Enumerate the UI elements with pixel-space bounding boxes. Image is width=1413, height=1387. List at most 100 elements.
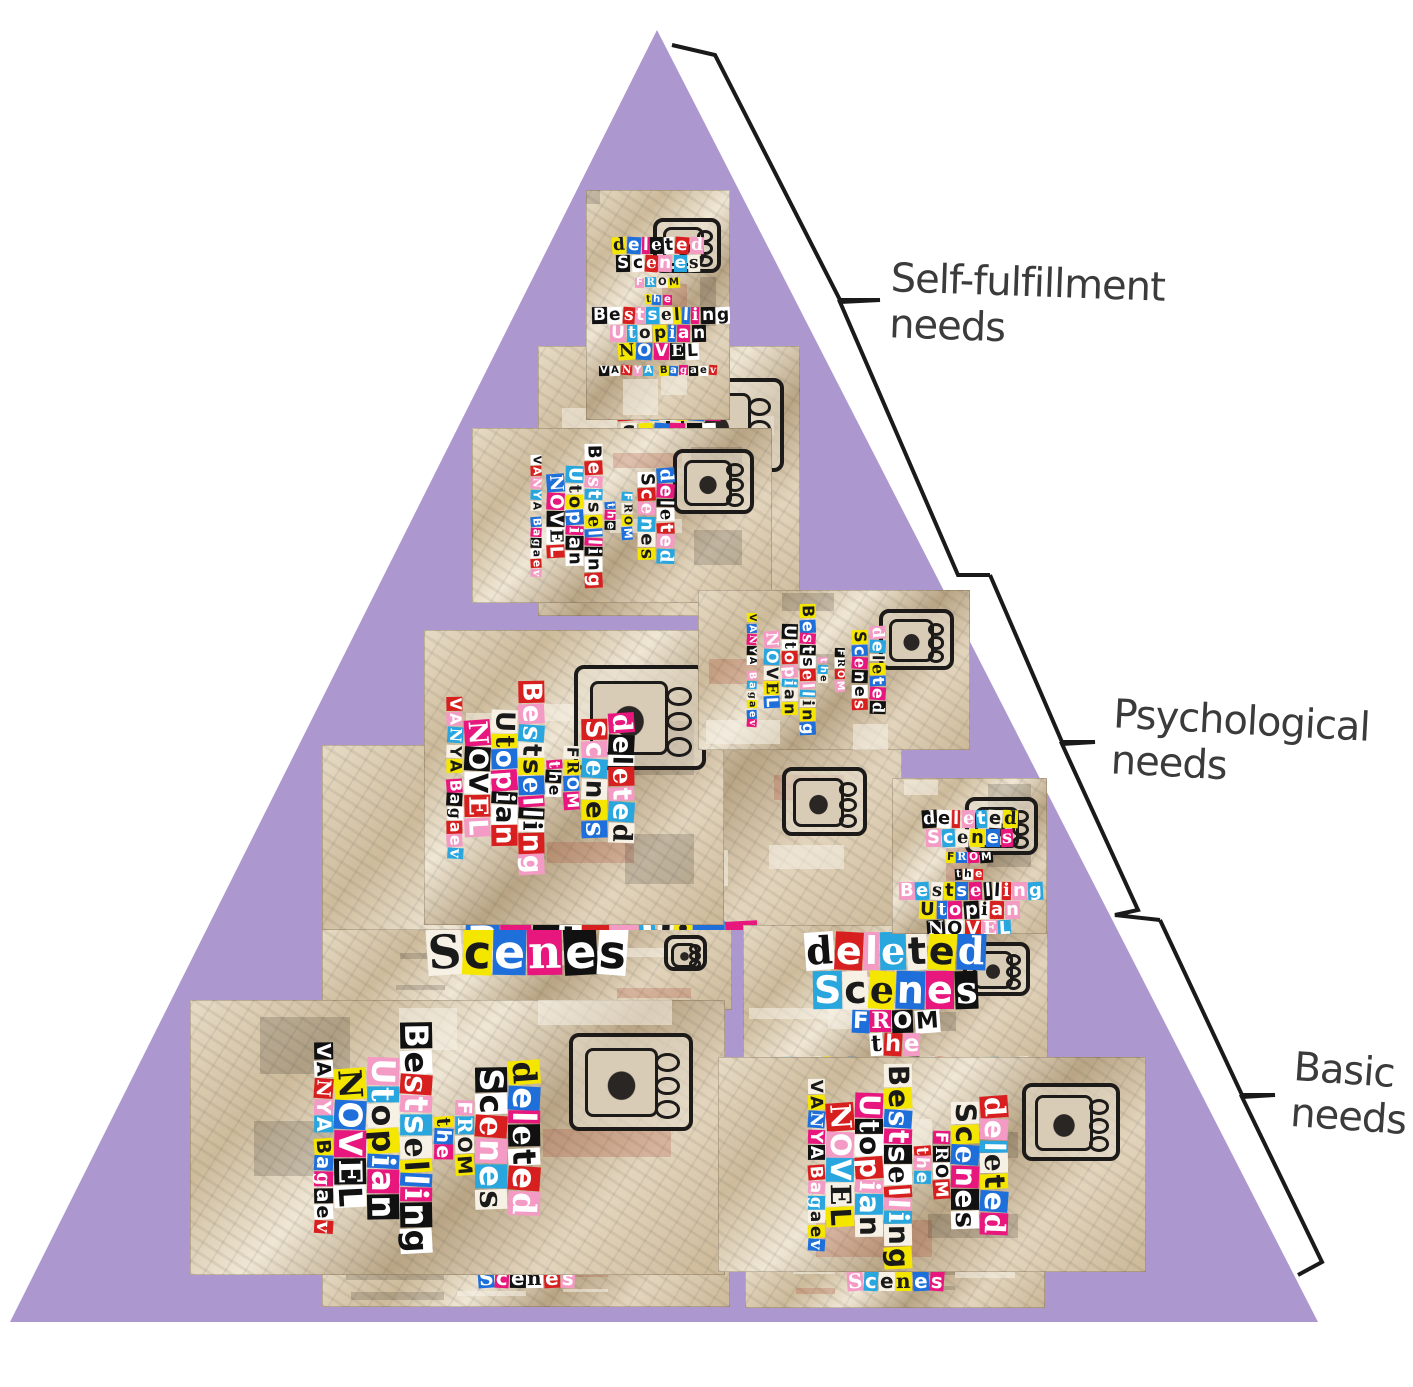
- ransom-letter: a: [530, 548, 544, 558]
- ransom-letter: i: [979, 899, 989, 921]
- ransom-letter: s: [471, 1187, 510, 1209]
- ransom-letter: e: [914, 879, 931, 902]
- ransom-letter: e: [977, 1152, 1012, 1173]
- ransom-letter: d: [868, 700, 888, 714]
- ransom-letter: O: [823, 1130, 858, 1158]
- cover-title-line: Scenes: [850, 594, 870, 746]
- ransom-letter: e: [605, 800, 637, 822]
- ransom-letter: O: [931, 1161, 953, 1179]
- ransom-letter: s: [798, 632, 819, 645]
- ransom-letter: e: [912, 1170, 934, 1185]
- ransom-letter: B: [881, 1062, 916, 1087]
- ransom-letter: t: [504, 1146, 544, 1166]
- ransom-letter: p: [651, 322, 668, 344]
- cover-title-line: the: [545, 637, 565, 917]
- ransom-letter: Y: [446, 743, 465, 758]
- ransom-letter: d: [868, 625, 889, 641]
- ransom-letter: B: [583, 443, 605, 460]
- ransom-letter: e: [850, 684, 870, 698]
- ransom-letter: n: [583, 556, 605, 572]
- ransom-letter: e: [583, 513, 605, 528]
- ransom-letter: t: [868, 675, 888, 687]
- ransom-letter: R: [563, 759, 583, 775]
- ransom-letter: a: [446, 820, 465, 833]
- level-label-line1: Basic: [1292, 1044, 1397, 1097]
- ransom-letter: t: [635, 304, 646, 326]
- ransom-letter: l: [982, 879, 993, 902]
- cover-title-line: NOVEL: [545, 432, 568, 598]
- ransom-letter: t: [937, 899, 948, 921]
- ransom-letter: M: [931, 1178, 953, 1199]
- ransom-letter: n: [363, 1193, 402, 1219]
- ransom-letter: e: [446, 833, 465, 847]
- level-label-basic: Basic needs: [1289, 1044, 1411, 1144]
- ransom-letter: U: [919, 898, 937, 921]
- ransom-letter: t: [912, 1144, 934, 1156]
- ransom-letter: g: [530, 537, 544, 548]
- ransom-letter: F: [834, 648, 846, 658]
- ransom-letter: s: [930, 879, 944, 902]
- ransom-letter: E: [330, 1157, 369, 1185]
- level-label-self-fulfillment: Self-fulfillment needs: [888, 255, 1165, 357]
- ransom-letter: i: [1001, 880, 1011, 902]
- ransom-letter: t: [627, 323, 637, 343]
- ransom-letter: M: [452, 1153, 477, 1176]
- ransom-letter: S: [925, 827, 941, 849]
- ransom-letter: e: [868, 686, 889, 701]
- ransom-letter: S: [425, 925, 464, 981]
- ransom-letter: l: [396, 1172, 435, 1187]
- retro-tv-icon: [672, 449, 754, 515]
- ransom-letter: O: [452, 1134, 476, 1154]
- cover-title-line: Bestselling: [583, 432, 605, 598]
- cover-title-line: Scenes: [636, 432, 658, 598]
- ransom-letter: U: [564, 465, 586, 483]
- ransom-letter: a: [746, 700, 758, 709]
- ransom-letter: e: [798, 619, 819, 633]
- ransom-letter: g: [446, 806, 466, 820]
- ransom-letter: n: [579, 777, 610, 799]
- ransom-letter: a: [530, 527, 544, 537]
- ransom-letter: v: [708, 363, 718, 377]
- cover-title-line: Bestselling: [881, 1062, 916, 1270]
- ransom-letter: S: [812, 967, 843, 1012]
- cover-title-line: deleted: [977, 1062, 1012, 1266]
- ransom-letter: V: [762, 665, 782, 681]
- cover-title-line: VANYA Bagaev: [530, 432, 546, 598]
- ransom-letter: U: [363, 1055, 403, 1085]
- ransom-letter: N: [545, 472, 568, 493]
- retro-tv-icon: [663, 935, 708, 972]
- cover-title-line: Scenes: [755, 966, 1036, 1012]
- retro-tv-icon: [569, 1033, 693, 1132]
- ransom-letter: A: [530, 464, 544, 476]
- ransom-letter: g: [583, 572, 605, 588]
- ransom-letter: F: [563, 745, 582, 759]
- cover-title-line: the: [604, 432, 620, 598]
- cover-title-line: deleted: [655, 432, 677, 598]
- ransom-letter: e: [311, 1203, 335, 1220]
- ransom-letter: o: [780, 650, 800, 665]
- ransom-letter: e: [986, 807, 1003, 830]
- cover-title-line: FROM: [621, 432, 637, 598]
- ransom-letter: O: [329, 1098, 370, 1130]
- ransom-letter: i: [852, 1178, 887, 1193]
- ransom-letter: S: [616, 252, 631, 274]
- ransom-letter: e: [974, 867, 984, 881]
- ransom-letter: e: [655, 532, 677, 549]
- ransom-letter: e: [626, 234, 642, 256]
- ransom-letter: e: [977, 1188, 1012, 1212]
- ransom-letter: V: [311, 1042, 335, 1060]
- ransom-letter: e: [492, 925, 527, 980]
- ransom-letter: e: [673, 253, 688, 273]
- ransom-letter: d: [689, 234, 705, 256]
- cover-title-line: FROM: [931, 1062, 953, 1266]
- ransom-letter: N: [762, 630, 783, 649]
- ransom-letter: e: [636, 500, 658, 516]
- ransom-letter: d: [605, 711, 637, 734]
- ransom-letter: s: [516, 757, 547, 775]
